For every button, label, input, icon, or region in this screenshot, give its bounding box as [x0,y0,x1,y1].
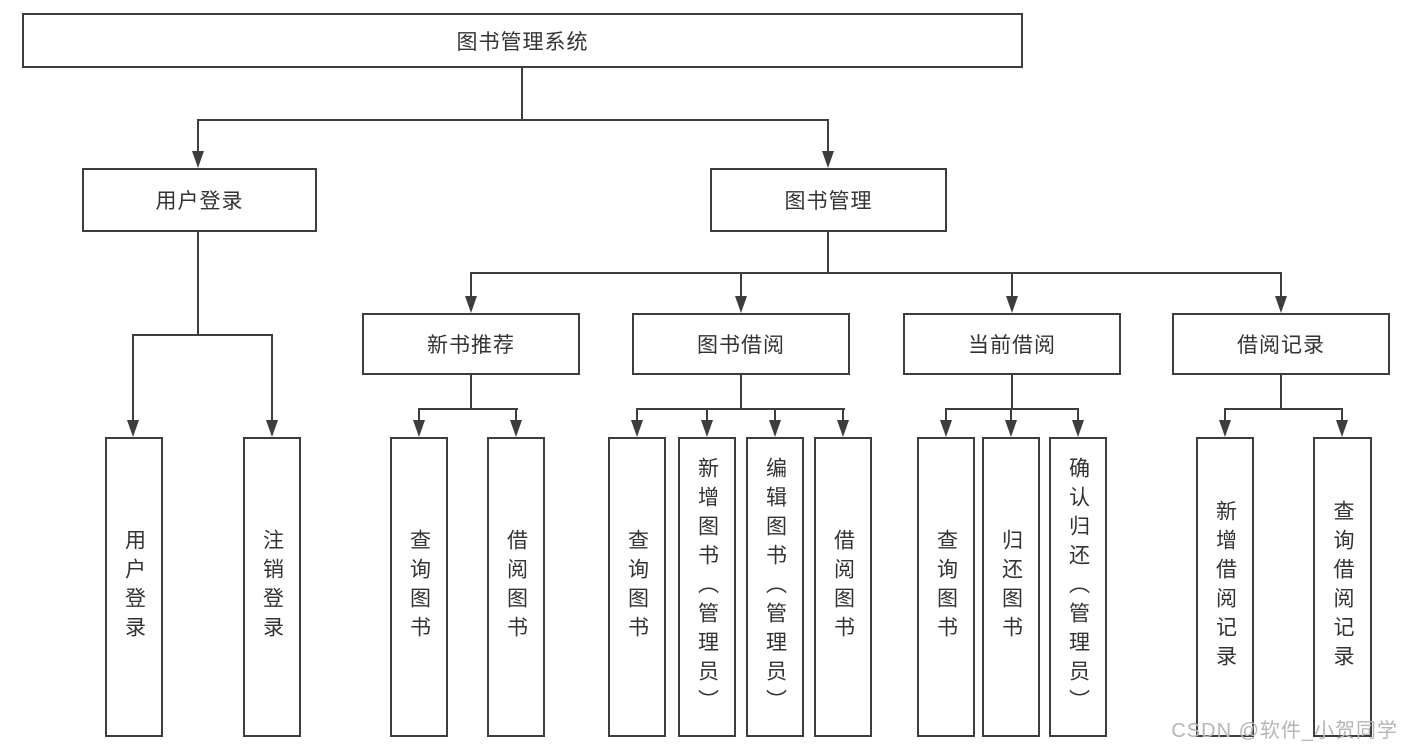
node-label: 新书推荐 [427,334,515,357]
node-label: 图书管理 [784,190,873,213]
connector-line [1224,408,1226,422]
node-label: 借阅记录 [1237,334,1325,357]
arrowhead-down-icon [266,420,278,437]
leaf-query-books: 查询图书 [608,437,666,737]
node-label: 图书借阅 [697,334,785,357]
arrowhead-down-icon [1336,420,1348,437]
connector-line [636,408,638,422]
connector-line [515,408,517,422]
leaf-add-books-admin: 新增图书（管理员） [678,437,736,737]
arrowhead-down-icon [1219,420,1231,437]
leaf-label: 借阅图书 [504,529,528,645]
leaf-label: 查询图书 [625,529,649,645]
leaf-query-borrow-record: 查询借阅记录 [1313,437,1372,737]
connector-line [706,408,708,422]
connector-line [197,119,199,153]
connector-line [418,408,518,410]
arrowhead-down-icon [510,420,522,437]
leaf-borrow-books: 借阅图书 [814,437,872,737]
leaf-label: 新增图书（管理员） [695,456,719,718]
leaf-add-borrow-record: 新增借阅记录 [1196,437,1254,737]
connector-line [1077,408,1079,422]
arrowhead-down-icon [1005,420,1017,437]
leaf-label: 确认归还（管理员） [1066,456,1090,718]
connector-line [470,375,472,410]
connector-line [827,232,829,274]
connector-line [418,408,420,422]
leaf-edit-books-admin: 编辑图书（管理员） [746,437,804,737]
node-book-borrowing: 图书借阅 [632,313,850,375]
node-library-management-system: 图书管理系统 [22,13,1023,68]
leaf-label: 归还图书 [999,529,1023,645]
leaf-query-books: 查询图书 [917,437,975,737]
node-label: 用户登录 [155,190,244,213]
connector-line [1011,375,1013,410]
connector-line [521,68,523,120]
connector-line [945,408,1079,410]
leaf-label: 新增借阅记录 [1213,500,1237,674]
arrowhead-down-icon [465,296,477,313]
connector-line [740,375,742,410]
node-label: 当前借阅 [968,334,1056,357]
arrowhead-down-icon [940,420,952,437]
connector-line [1280,375,1282,410]
leaf-confirm-return-admin: 确认归还（管理员） [1049,437,1107,737]
leaf-user-login: 用户登录 [105,437,163,737]
arrowhead-down-icon [1072,420,1084,437]
leaf-return-books: 归还图书 [982,437,1040,737]
connector-line [827,119,829,153]
arrowhead-down-icon [837,420,849,437]
arrowhead-down-icon [1275,296,1287,313]
connector-line [470,272,1282,274]
arrowhead-down-icon [822,151,834,168]
connector-line [132,334,273,336]
node-user-login: 用户登录 [82,168,317,232]
leaf-logout: 注销登录 [243,437,301,737]
arrowhead-down-icon [1006,296,1018,313]
connector-line [470,272,472,297]
connector-line [842,408,844,422]
connector-line [1011,272,1013,297]
connector-line [1010,408,1012,422]
connector-line [197,119,829,121]
connector-line [945,408,947,422]
connector-line [740,272,742,297]
connector-line [1341,408,1343,422]
leaf-label: 借阅图书 [831,529,855,645]
connector-line [132,334,134,422]
leaf-label: 用户登录 [122,529,146,645]
leaf-borrow-books: 借阅图书 [487,437,545,737]
leaf-label: 查询图书 [407,529,431,645]
arrowhead-down-icon [413,420,425,437]
node-new-book-recommendation: 新书推荐 [362,313,580,375]
arrowhead-down-icon [192,151,204,168]
leaf-label: 注销登录 [260,529,284,645]
leaf-label: 查询图书 [934,529,958,645]
connector-line [1224,408,1342,410]
arrowhead-down-icon [701,420,713,437]
connector-line [636,408,845,410]
node-label: 图书管理系统 [456,30,589,54]
leaf-query-books: 查询图书 [390,437,448,737]
arrowhead-down-icon [127,420,139,437]
watermark-text: CSDN @软件_小贺同学 [1171,720,1398,742]
arrowhead-down-icon [631,420,643,437]
connector-line [1280,272,1282,297]
connector-line [197,232,199,336]
arrowhead-down-icon [769,420,781,437]
leaf-label: 编辑图书（管理员） [763,456,787,718]
leaf-label: 查询借阅记录 [1331,500,1354,674]
node-current-borrowing: 当前借阅 [903,313,1121,375]
connector-line [271,334,273,422]
node-book-management: 图书管理 [710,168,947,232]
node-borrowing-records: 借阅记录 [1172,313,1390,375]
connector-line [774,408,776,422]
arrowhead-down-icon [735,296,747,313]
